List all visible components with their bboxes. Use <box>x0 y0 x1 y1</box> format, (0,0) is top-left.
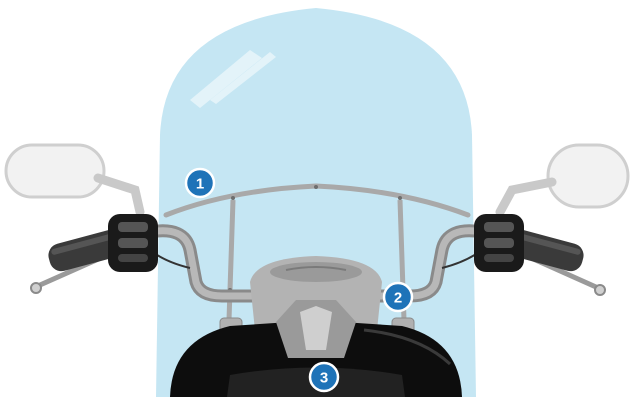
callout-1-label: 1 <box>196 176 204 193</box>
mirror-right-icon <box>500 145 628 212</box>
switch-housing-left-icon <box>108 214 158 272</box>
callout-1: 1 <box>186 169 214 197</box>
switch-housing-right-icon <box>474 214 524 272</box>
callout-3: 3 <box>310 363 338 391</box>
mirror-left-icon <box>6 145 140 212</box>
callout-3-label: 3 <box>320 370 328 387</box>
callout-2-label: 2 <box>394 290 402 307</box>
callout-2: 2 <box>384 283 412 311</box>
